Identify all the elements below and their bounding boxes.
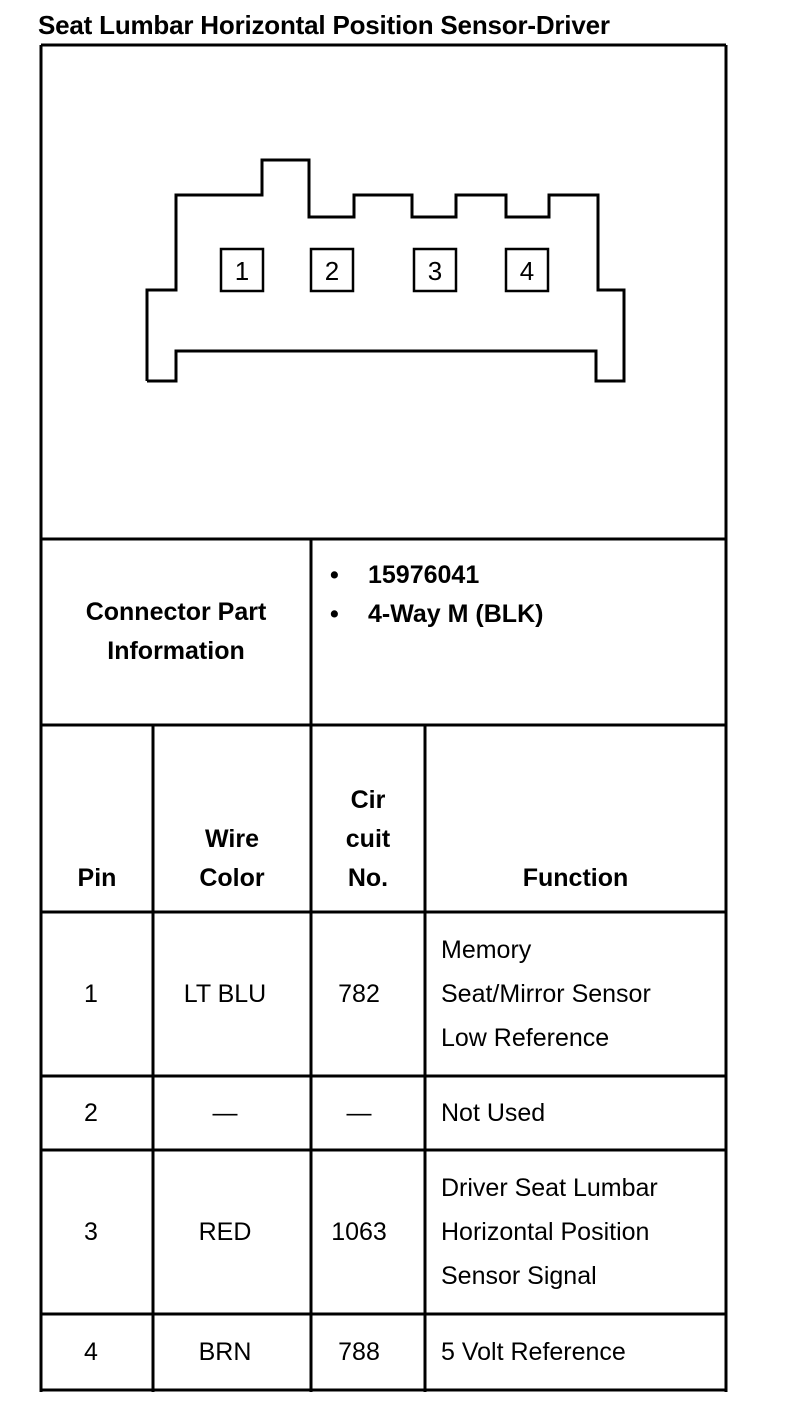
table-row-4-circuit: 788 (338, 1337, 380, 1366)
pin-box-3 (412, 247, 458, 293)
table-row-3-circuit: 1063 (331, 1217, 387, 1246)
pin-label-1: 1 (235, 256, 249, 286)
connector-outline (145, 158, 626, 383)
table-row-4-pin: 4 (84, 1337, 98, 1366)
table-row-4-function: 5 Volt Reference (441, 1338, 626, 1366)
connector-part-list: • 15976041 • 4-Way M (BLK) (330, 556, 543, 634)
table-row-3-pin: 3 (84, 1217, 98, 1246)
table-row-1-function: Memory Seat/Mirror Sensor Low Reference (441, 936, 651, 1052)
list-item: • 15976041 (330, 556, 543, 595)
table-row-1-wire-color: LT BLU (183, 979, 267, 1008)
page-title: Seat Lumbar Horizontal Position Sensor-D… (38, 10, 610, 40)
header-function: Function (522, 864, 629, 892)
pin-box-4 (504, 247, 550, 293)
connector-type: 4-Way M (BLK) (368, 600, 544, 628)
table-row-2-pin: 2 (84, 1098, 98, 1127)
pin-label-4: 4 (520, 256, 534, 286)
connector-pin-boxes (219, 247, 550, 293)
pin-box-2 (309, 247, 355, 293)
pin-box-1 (219, 247, 265, 293)
table-row-2-circuit: — (346, 1098, 372, 1127)
table-row-2-function: Not Used (441, 1099, 546, 1127)
part-number: 15976041 (368, 561, 480, 589)
table-row-3-function: Driver Seat Lumbar Horizontal Position S… (441, 1174, 658, 1290)
table-row-1-circuit: 782 (338, 979, 380, 1008)
table-row-2-wire-color: — (212, 1098, 238, 1127)
bullet: • (330, 561, 339, 589)
table-row-3-wire-color: RED (198, 1217, 252, 1246)
table-row-1-pin: 1 (84, 979, 98, 1008)
table-row-4-wire-color: BRN (198, 1337, 252, 1366)
bullet: • (330, 600, 339, 628)
header-pin: Pin (77, 864, 117, 892)
list-item: • 4-Way M (BLK) (330, 595, 543, 634)
header-wire-color: Wire Color (199, 825, 265, 892)
pin-label-2: 2 (325, 256, 339, 286)
connector-part-label: Connector Part Information (85, 598, 267, 665)
header-circuit-no: Cir cuit No. (345, 786, 391, 892)
pin-label-3: 3 (428, 256, 442, 286)
